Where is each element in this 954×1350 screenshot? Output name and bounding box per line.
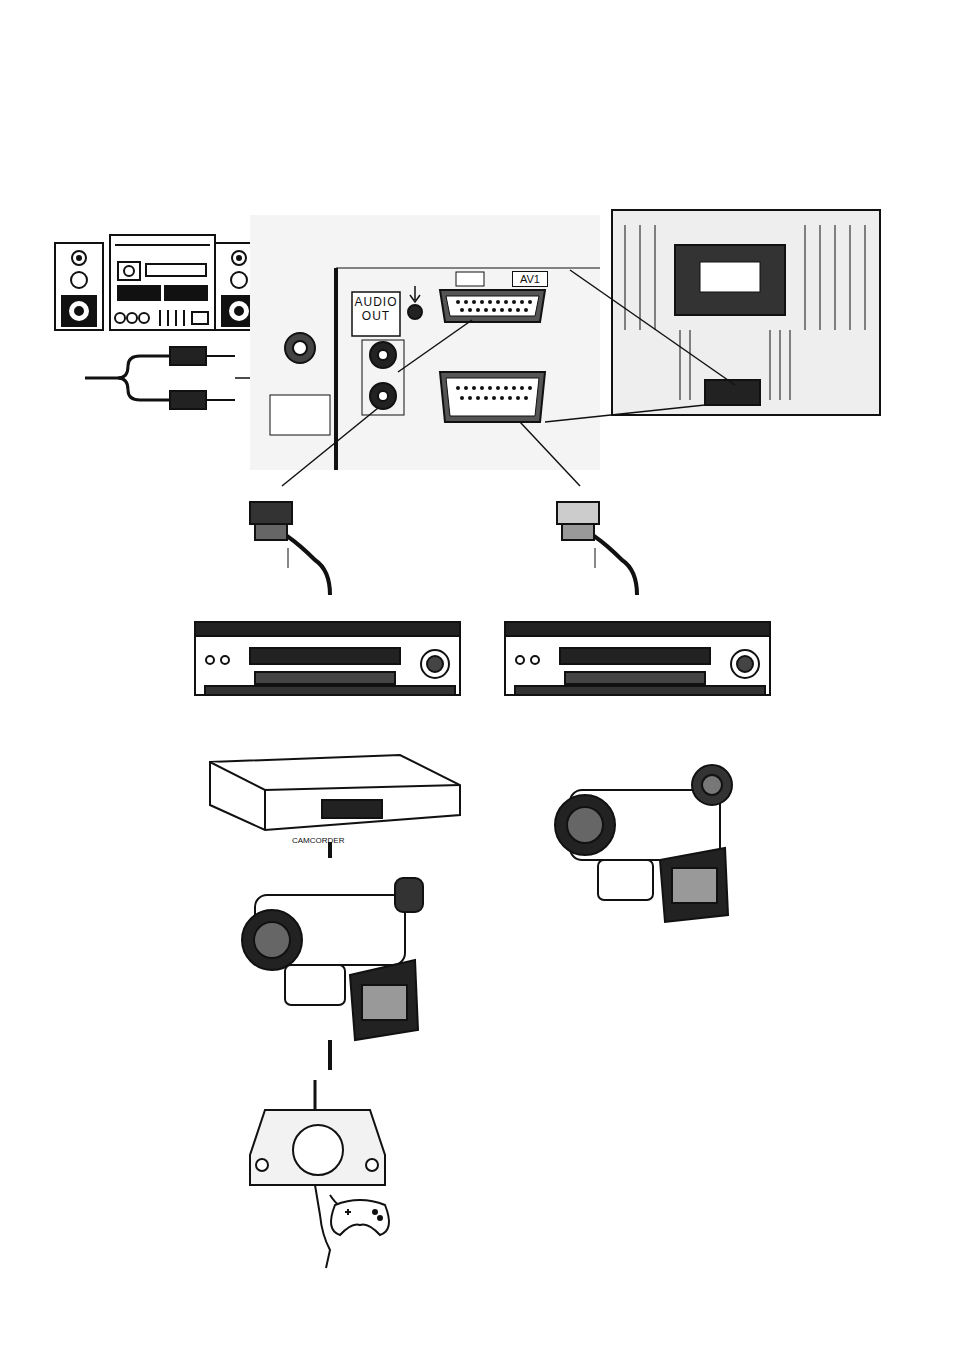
device-label: CAMCORDER — [292, 836, 372, 846]
leader-line — [282, 270, 735, 486]
camcorder — [242, 765, 732, 1070]
socket-label: AV1 — [512, 271, 548, 287]
vcr — [195, 622, 770, 695]
scart-plug — [250, 502, 637, 595]
panel-label: AUDIO OUT — [353, 295, 399, 323]
satellite-receiver — [210, 755, 460, 858]
games-console — [250, 1080, 389, 1268]
stereo-system — [55, 235, 263, 330]
tv-panel — [250, 215, 600, 470]
tv-rear — [612, 210, 880, 415]
